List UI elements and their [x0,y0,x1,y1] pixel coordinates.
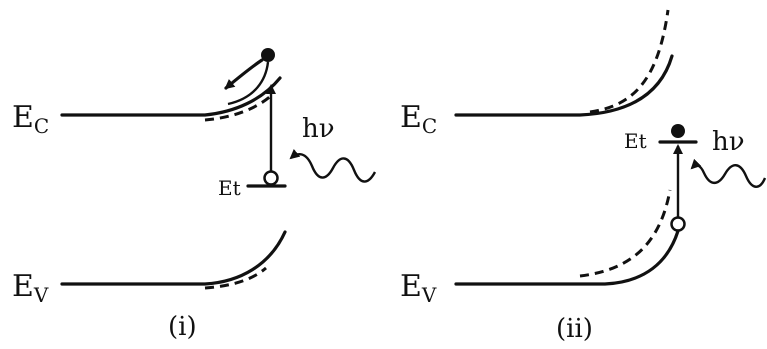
photon-label-ii: hν [712,127,745,157]
relaxation-arrow-inner-i [227,61,270,106]
valence-band-dark-i [204,266,267,290]
panel-i: EC Et hν EV (i) [12,48,377,342]
trap-label-i: Et [218,176,241,200]
hole-ii [670,216,686,232]
ev-label-ii: EV [400,269,437,307]
valence-band-dark-ii [579,189,672,278]
ec-label-ii: EC [400,100,437,138]
valence-band-ii [454,229,680,286]
caption-i: (i) [168,312,197,342]
relaxation-arrow-i [224,58,264,90]
ev-label-i: EV [12,269,49,307]
caption-ii: (ii) [556,314,593,344]
photon-label-i: hν [302,114,335,144]
electron-ii [671,124,685,138]
panel-ii: EC Et hν EV (ii) [400,9,767,344]
conduction-band-dark-ii [589,9,670,114]
ec-label-i: EC [12,100,49,138]
electron-i [261,48,275,62]
hole-i [263,170,279,186]
photon-wave-i [289,148,377,183]
valence-band-i [60,230,287,286]
trap-label-ii: Et [624,129,647,153]
conduction-band-dark-i [204,93,273,122]
photon-wave-ii [690,158,767,188]
conduction-band-ii [454,54,674,117]
